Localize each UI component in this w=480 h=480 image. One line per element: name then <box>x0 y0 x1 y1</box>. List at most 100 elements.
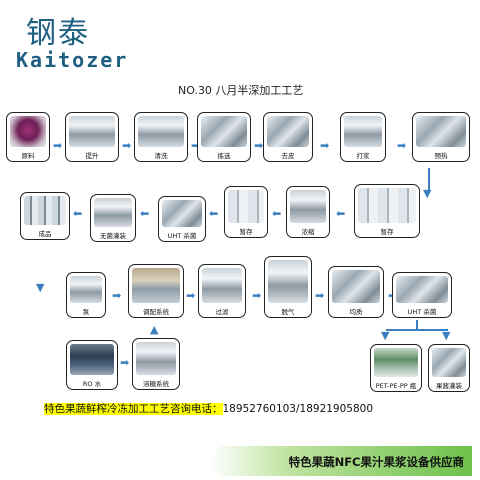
diagram-title: NO.30 八月半深加工工艺 <box>178 84 304 97</box>
step-peel: 去皮 <box>263 112 313 162</box>
arrow-down-icon: ▼ <box>381 329 390 342</box>
step-sugar: 溶糖系统 <box>132 338 180 390</box>
step-concentrate: 浓缩 <box>286 186 330 238</box>
arrow-right-icon: ➡ <box>315 289 325 302</box>
arrow-down-icon: ▼ <box>423 187 432 200</box>
evaporator-image <box>290 190 326 223</box>
step-label: 均质 <box>349 308 363 316</box>
brand-logo-en: Kaitozer <box>16 48 129 72</box>
step-homogenize: 均质 <box>328 266 384 318</box>
step-storage-2: 暂存 <box>354 184 420 238</box>
step-label: UHT 杀菌 <box>407 308 437 316</box>
contact-label: 特色果蔬鲜榨冷冻加工工艺咨询电话： <box>44 403 223 415</box>
step-uht-1: UHT 杀菌 <box>158 196 206 242</box>
storage-tank-image <box>358 188 416 223</box>
step-label: 暂存 <box>239 228 253 236</box>
peeler-image <box>267 116 309 147</box>
arrow-left-icon: ⬅ <box>140 207 150 220</box>
homogenizer-image <box>332 270 380 303</box>
arrow-right-icon: ➡ <box>112 289 122 302</box>
step-label: 调配系统 <box>143 308 169 316</box>
lift-machine-image <box>69 116 115 147</box>
step-label: PET-PE-PP 瓶 <box>375 382 417 390</box>
finished-product-image <box>24 196 66 225</box>
step-label: 过滤 <box>215 308 229 316</box>
step-ro-water: RO 水 <box>66 340 118 390</box>
aseptic-filler-image <box>94 198 132 227</box>
step-label: 预热 <box>434 152 448 160</box>
step-label: 果酱灌装 <box>436 382 462 390</box>
step-pump: 泵 <box>66 272 106 318</box>
step-label: UHT 杀菌 <box>167 232 197 240</box>
brand-logo-cn: 钢泰 <box>26 16 90 51</box>
step-blending: 调配系统 <box>128 264 184 318</box>
arrow-left-icon: ⬅ <box>336 207 346 220</box>
step-degas: 脱气 <box>264 256 312 318</box>
arrow-left-icon: ⬅ <box>272 207 282 220</box>
step-label: RO 水 <box>82 380 102 388</box>
arrow-left-icon: ⬅ <box>73 207 83 220</box>
connector-line <box>416 320 418 330</box>
pulper-image <box>344 116 382 147</box>
step-label: 清洗 <box>154 152 168 160</box>
arrow-down-icon: ▼ <box>442 329 451 342</box>
step-label: 拣选 <box>217 152 231 160</box>
washer-image <box>138 116 184 147</box>
bottling-line-image <box>374 348 418 377</box>
sorting-conveyor-image <box>201 116 247 147</box>
arrow-right-icon: ➡ <box>254 139 264 152</box>
step-label: 脱气 <box>281 308 295 316</box>
step-preheat: 预热 <box>412 112 470 162</box>
step-label: 浓缩 <box>301 228 315 236</box>
step-aseptic-fill: 无菌灌装 <box>90 194 136 242</box>
arrow-up-icon: ▲ <box>150 323 159 336</box>
arrow-right-icon: ➡ <box>320 139 330 152</box>
arrow-right-icon: ➡ <box>191 139 201 152</box>
arrow-left-icon: ⬅ <box>209 207 219 220</box>
step-label: 原料 <box>21 152 35 160</box>
uht-sterilizer-image <box>162 200 202 227</box>
step-sort: 拣选 <box>197 112 251 162</box>
step-can-fill: 果酱灌装 <box>428 344 470 392</box>
arrow-right-icon: ➡ <box>120 356 130 369</box>
step-lift: 提升 <box>65 112 119 162</box>
contact-phones: 18952760103/18921905800 <box>222 403 374 415</box>
banner-text: 特色果蔬NFC果汁果浆设备供应商 <box>288 455 464 469</box>
arrow-right-icon: ➡ <box>186 289 196 302</box>
step-filter: 过滤 <box>198 264 246 318</box>
ro-water-tank-image <box>70 344 114 375</box>
step-uht-2: UHT 杀菌 <box>392 272 452 318</box>
filter-image <box>202 268 242 303</box>
step-label: 溶糖系统 <box>143 380 169 388</box>
storage-tank-image <box>228 190 264 223</box>
step-pulp: 打浆 <box>340 112 386 162</box>
jam-filler-image <box>432 348 466 377</box>
step-label: 暂存 <box>380 228 394 236</box>
arrow-right-icon: ➡ <box>122 139 132 152</box>
step-label: 提升 <box>85 152 99 160</box>
connector-line <box>428 168 430 190</box>
blending-system-image <box>132 268 180 303</box>
arrow-right-icon: ➡ <box>53 139 63 152</box>
step-storage-1: 暂存 <box>224 186 268 238</box>
supplier-banner: 特色果蔬NFC果汁果浆设备供应商 <box>210 446 472 476</box>
arrow-right-icon: ➡ <box>397 139 407 152</box>
fruit-image <box>10 116 46 147</box>
degasser-image <box>268 260 308 303</box>
arrow-down-icon: ▼ <box>36 281 45 294</box>
contact-line: 特色果蔬鲜榨冷冻加工工艺咨询电话：18952760103/18921905800 <box>44 401 373 416</box>
step-wash: 清洗 <box>134 112 188 162</box>
step-raw-material: 原料 <box>6 112 50 162</box>
pump-image <box>70 276 102 303</box>
step-pet-bottle: PET-PE-PP 瓶 <box>370 344 422 392</box>
preheater-image <box>416 116 466 147</box>
arrow-right-icon: ➡ <box>252 289 262 302</box>
step-label: 无菌灌装 <box>100 232 126 240</box>
step-label: 泵 <box>82 308 90 316</box>
step-label: 去皮 <box>281 152 295 160</box>
step-finished: 成品 <box>20 192 70 240</box>
sugar-dissolver-image <box>136 342 176 375</box>
uht-sterilizer-image <box>396 276 448 303</box>
step-label: 打浆 <box>356 152 370 160</box>
connector-line <box>386 329 448 331</box>
